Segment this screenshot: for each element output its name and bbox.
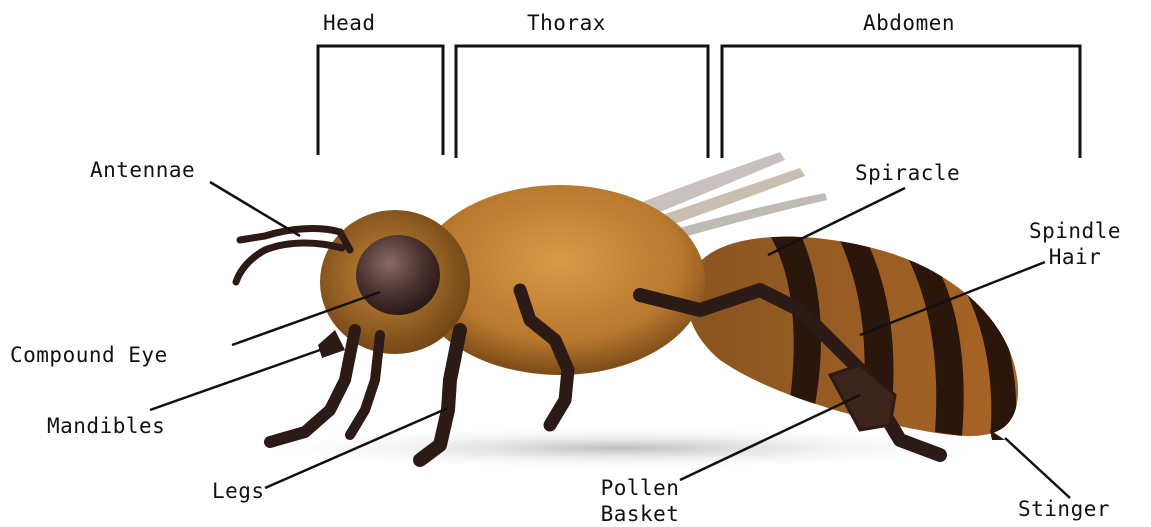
stinger-label: Stinger	[1018, 496, 1110, 522]
pollen-basket-label-line2: Basket	[585, 501, 695, 527]
section-brackets	[318, 46, 1080, 158]
stinger-shape	[990, 430, 1005, 440]
abdomen-bracket	[722, 46, 1080, 158]
antennae-leader	[210, 182, 300, 236]
pollen-basket-label: Pollen Basket	[585, 475, 695, 527]
pollen-basket-label-line1: Pollen	[585, 475, 695, 501]
spiracle-label: Spiracle	[855, 160, 960, 186]
mandibles-leader	[150, 350, 320, 410]
compound-eye-label: Compound Eye	[10, 342, 168, 368]
spindle-hair-label-line2: Hair	[1010, 244, 1140, 270]
abdomen-label: Abdomen	[863, 10, 955, 36]
stinger-leader	[1005, 438, 1070, 498]
mandibles-label: Mandibles	[47, 413, 165, 439]
spindle-hair-label-line1: Spindle	[1010, 218, 1140, 244]
spindle-hair-label: Spindle Hair	[1010, 218, 1140, 270]
thorax-label: Thorax	[527, 10, 606, 36]
compound-eye-shape	[356, 235, 440, 315]
thorax-bracket	[456, 46, 708, 158]
head-bracket	[318, 46, 443, 155]
mandibles-shape	[318, 330, 345, 358]
head-label: Head	[323, 10, 376, 36]
legs-label: Legs	[212, 478, 265, 504]
antennae-label: Antennae	[90, 157, 195, 183]
